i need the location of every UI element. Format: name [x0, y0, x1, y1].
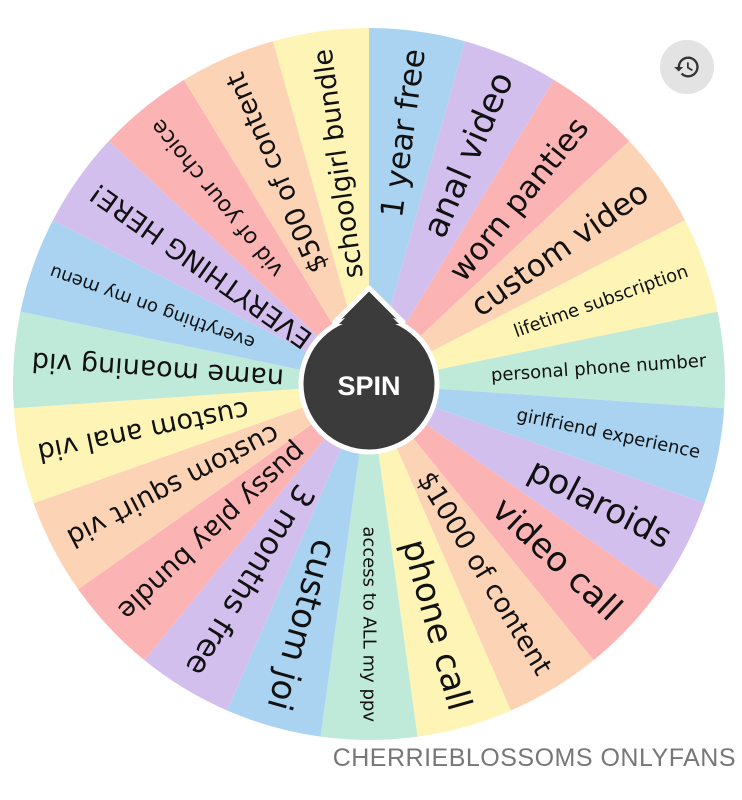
wheel-segment — [369, 384, 725, 504]
wheel-segment — [20, 220, 369, 384]
wheel-segment — [369, 79, 630, 384]
wheel-segment — [369, 220, 718, 384]
wheel-segment — [52, 141, 369, 384]
wheel-segment — [369, 384, 511, 737]
spin-button[interactable]: SPIN — [298, 285, 440, 455]
wheel-segment — [78, 384, 369, 661]
history-button[interactable] — [660, 40, 714, 94]
wheel-segment — [369, 141, 686, 384]
wheel-segment — [144, 384, 369, 711]
wheel-segment — [369, 41, 554, 384]
wheel-segment — [272, 28, 369, 384]
wheel-segment — [227, 384, 369, 737]
spin-button-label[interactable]: SPIN — [337, 371, 400, 401]
wheel-segment — [108, 79, 369, 384]
wheel-segment — [369, 384, 705, 590]
wheel-segment — [369, 311, 725, 409]
pointer-fill — [339, 294, 399, 324]
wheel-segment — [33, 384, 370, 590]
wheel-segment — [369, 384, 594, 711]
wheel-segment — [320, 384, 418, 740]
wheel-segment — [369, 384, 660, 661]
wheel-segment — [369, 28, 466, 384]
wheel-segment — [184, 41, 369, 384]
wheel-segment-label: access to ALL my ppv — [359, 526, 380, 722]
history-icon — [674, 56, 699, 78]
watermark-text: CHERRIEBLOSSOMS ONLYFANS — [332, 744, 736, 772]
wheel-segment — [13, 384, 370, 504]
wheel-segments — [13, 28, 725, 740]
wheel-segment — [13, 311, 369, 409]
